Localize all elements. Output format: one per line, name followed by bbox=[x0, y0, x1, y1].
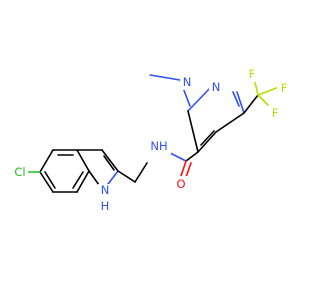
fluorine-2-label: F bbox=[281, 81, 288, 95]
molecule-diagram: Cl N H NH O N N F F F bbox=[12, 66, 291, 213]
structure-svg: Cl N H NH O N N F F F bbox=[12, 66, 291, 213]
indole-h-label: H bbox=[101, 199, 110, 213]
pyrazole-n1-label: N bbox=[183, 75, 192, 89]
benzene-ring bbox=[39, 149, 90, 193]
atom-labels: Cl N H NH O N N F F F bbox=[12, 66, 291, 213]
fluorine-3-label: F bbox=[272, 106, 279, 120]
carbonyl-o-label: O bbox=[176, 177, 185, 191]
indole-n-label: N bbox=[101, 183, 110, 197]
pyrazole-n2-label: N bbox=[212, 80, 221, 94]
methylene-linker bbox=[117, 162, 148, 183]
n-methyl bbox=[149, 74, 181, 81]
fluorine-1-label: F bbox=[249, 67, 256, 81]
amide-group bbox=[169, 151, 199, 178]
chlorine-label: Cl bbox=[14, 165, 25, 179]
amide-nh-label: NH bbox=[150, 139, 167, 153]
